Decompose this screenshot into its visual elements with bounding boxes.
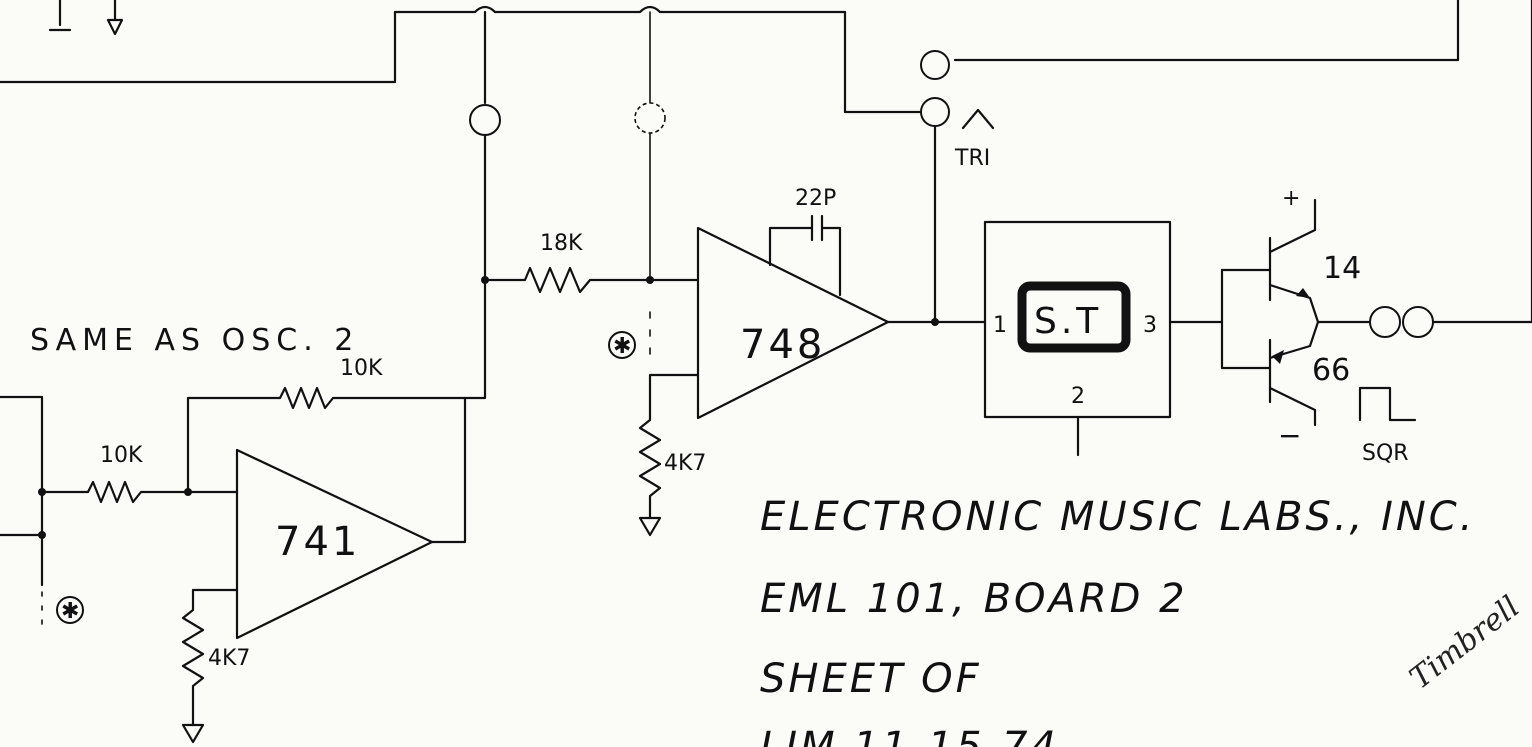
st-label: S.T [1034, 301, 1102, 342]
jack-tri-out-lower [920, 97, 950, 127]
model-board: EML 101, BOARD 2 [760, 576, 1188, 622]
title-block: ELECTRONIC MUSIC LABS., INC. EML 101, BO… [760, 494, 1526, 747]
date-line: LIM 11-15-74 [760, 724, 1059, 747]
test-point-jacks [469, 10, 950, 397]
q-66-label: 66 [1312, 353, 1350, 388]
signature: Timbrell [1403, 590, 1526, 697]
schmitt-trigger-block: S.T 1 3 2 [983, 220, 1224, 457]
transistor-pair: + − 14 66 [1220, 186, 1372, 452]
r-10k-feedback-label: 10K [340, 356, 383, 381]
asterisk-test-point-left [56, 596, 84, 624]
same-as-osc-label: SAME AS OSC. 2 [30, 323, 359, 358]
supply-plus-label: + [1282, 186, 1300, 211]
r-4k7-lower-label: 4K7 [208, 646, 250, 671]
top-ground-symbol [48, 0, 124, 36]
jack-sqr-out-b [1402, 306, 1434, 338]
jack-test-point-b [634, 102, 666, 134]
opamp-748-stage: 18K ✱ 22P 748 4K7 [481, 186, 987, 537]
opamp-741-stage: ✱ 10K 10K 741 4K7 [0, 356, 487, 744]
r-10k-input-label: 10K [100, 443, 143, 468]
svg-text:✱: ✱ [613, 334, 631, 359]
company-name: ELECTRONIC MUSIC LABS., INC. [760, 494, 1475, 540]
square-output: SQR [1358, 0, 1532, 466]
jack-tri-out-upper [920, 50, 950, 80]
opamp-741-label: 741 [275, 519, 360, 565]
top-feedback-wires [0, 0, 1460, 114]
asterisk-test-point-middle [608, 331, 636, 359]
q-14-label: 14 [1323, 251, 1361, 286]
r-4k7-upper-label: 4K7 [664, 451, 706, 476]
pin-3-label: 3 [1143, 313, 1157, 338]
tri-label: TRI [954, 146, 990, 171]
cap-22p-label: 22P [795, 186, 836, 211]
jack-test-point-a [469, 104, 501, 136]
triangle-wave-symbol [961, 108, 995, 130]
pin-1-label: 1 [993, 313, 1007, 338]
pin-2-label: 2 [1071, 384, 1085, 409]
sqr-label: SQR [1362, 441, 1409, 466]
sheet-line: SHEET OF [760, 656, 982, 702]
square-wave-symbol [1358, 386, 1417, 422]
r-18k-label: 18K [540, 231, 583, 256]
supply-minus-label: − [1278, 419, 1301, 452]
jack-sqr-out-a [1369, 306, 1401, 338]
opamp-748-label: 748 [740, 322, 825, 368]
svg-text:✱: ✱ [61, 599, 79, 624]
